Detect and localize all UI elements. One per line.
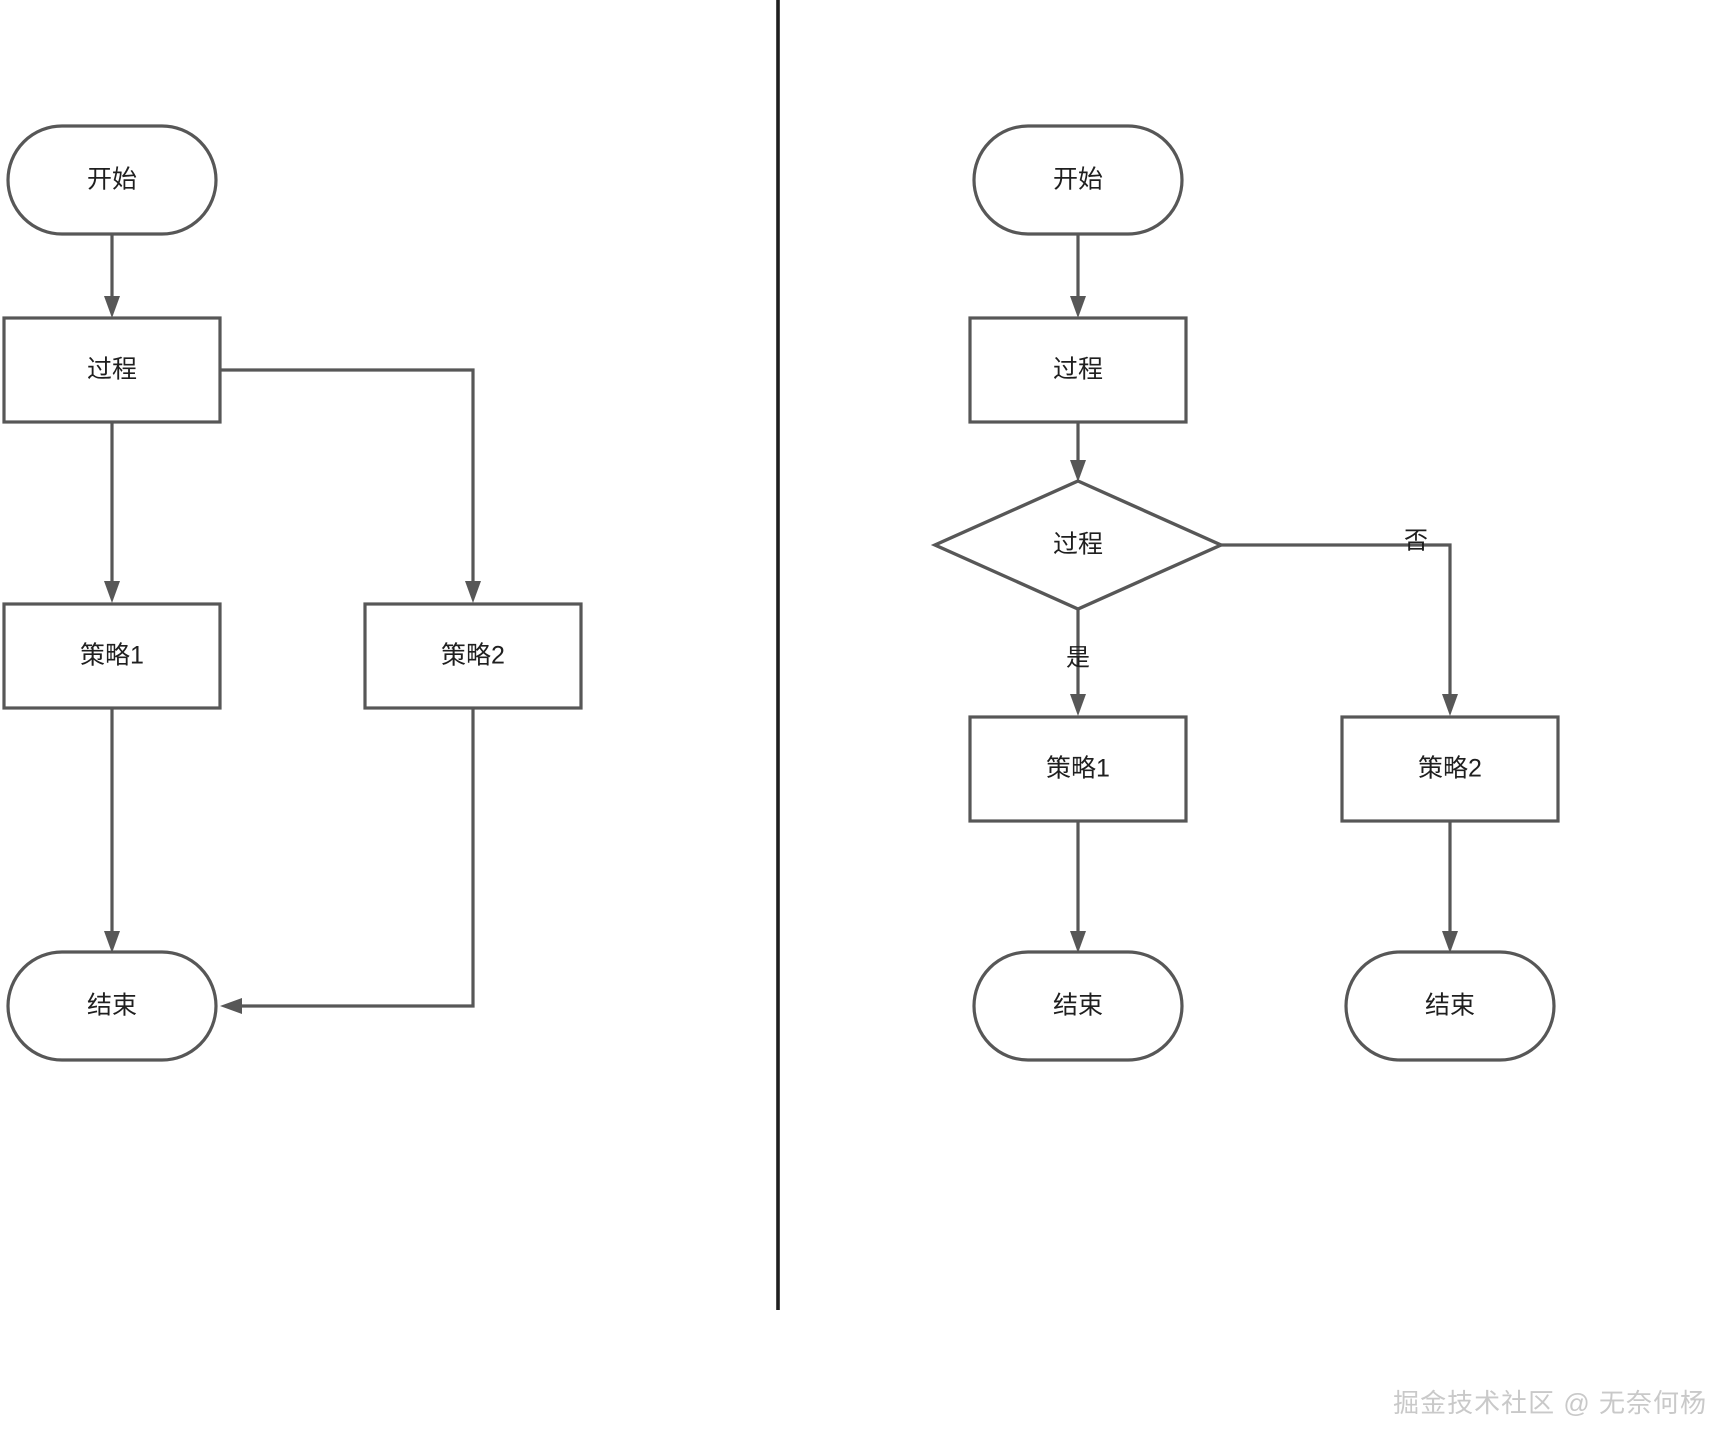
arrowhead-icon (220, 998, 242, 1014)
arrowhead-icon (1070, 296, 1086, 318)
right-node-end2-label: 结束 (1425, 992, 1475, 1020)
left-edge-process-to-strategy1 (104, 422, 120, 603)
right-edge-strategy2-to-end2 (1442, 821, 1458, 953)
right-node-start-label: 开始 (1053, 166, 1103, 194)
arrowhead-icon (104, 296, 120, 318)
process-shape (1340, 715, 1560, 823)
terminator-shape (6, 950, 218, 1062)
arrowhead-icon (104, 581, 120, 603)
right-node-process-label: 过程 (1053, 356, 1103, 384)
arrowhead-icon (1442, 931, 1458, 953)
left-node-start-label: 开始 (87, 166, 137, 194)
right-node-end2[interactable]: 结束 (1344, 950, 1556, 1062)
process-shape (363, 602, 583, 710)
right-node-strategy2-label: 策略2 (1418, 755, 1482, 783)
process-shape (2, 316, 222, 424)
left-node-start[interactable]: 开始 (6, 124, 218, 236)
right-node-strategy2[interactable]: 策略2 (1340, 715, 1560, 823)
arrowhead-icon (1070, 694, 1086, 716)
process-shape (968, 715, 1188, 823)
arrowhead-icon (104, 931, 120, 953)
right-edge-start-to-process (1070, 234, 1086, 318)
terminator-shape (1344, 950, 1556, 1062)
arrowhead-icon (1070, 460, 1086, 482)
right-node-strategy1[interactable]: 策略1 (968, 715, 1188, 823)
right-node-process[interactable]: 过程 (968, 316, 1188, 424)
right-edge-strategy1-to-end1 (1070, 821, 1086, 953)
right-edge-label-no: 否 (1404, 527, 1428, 554)
right-edge-label-yes: 是 (1066, 644, 1090, 671)
left-edge-strategy1-to-end (104, 708, 120, 953)
right-node-strategy1-label: 策略1 (1046, 755, 1110, 783)
right-node-end1-label: 结束 (1053, 992, 1103, 1020)
left-node-end-label: 结束 (87, 992, 137, 1020)
right-node-decision[interactable]: 过程 (930, 479, 1226, 611)
right-node-decision-label: 过程 (1053, 531, 1103, 559)
terminator-shape (972, 950, 1184, 1062)
left-node-strategy2-label: 策略2 (441, 642, 505, 670)
left-node-strategy2[interactable]: 策略2 (363, 602, 583, 710)
left-edge-start-to-process (104, 234, 120, 318)
right-edge-decision-to-strategy2: 否 (1221, 527, 1458, 716)
right-node-end1[interactable]: 结束 (972, 950, 1184, 1062)
right-node-start[interactable]: 开始 (972, 124, 1184, 236)
watermark-text: 掘金技术社区 @ 无奈何杨 (1393, 1388, 1707, 1418)
left-node-process-label: 过程 (87, 356, 137, 384)
left-node-process[interactable]: 过程 (2, 316, 222, 424)
left-node-end[interactable]: 结束 (6, 950, 218, 1062)
left-flowchart: 开始 过程 (2, 124, 583, 1062)
arrowhead-icon (465, 581, 481, 603)
right-flowchart: 开始 过程 过程 (930, 124, 1560, 1062)
right-edge-decision-to-strategy1: 是 (1066, 609, 1090, 716)
arrowhead-icon (1442, 694, 1458, 716)
left-node-strategy1[interactable]: 策略1 (2, 602, 222, 710)
arrowhead-icon (1070, 931, 1086, 953)
left-edge-process-to-strategy2 (220, 368, 481, 603)
process-shape (968, 316, 1188, 424)
left-edge-strategy2-to-end (220, 708, 475, 1014)
left-node-strategy1-label: 策略1 (80, 642, 144, 670)
right-edge-process-to-decision (1070, 422, 1086, 482)
